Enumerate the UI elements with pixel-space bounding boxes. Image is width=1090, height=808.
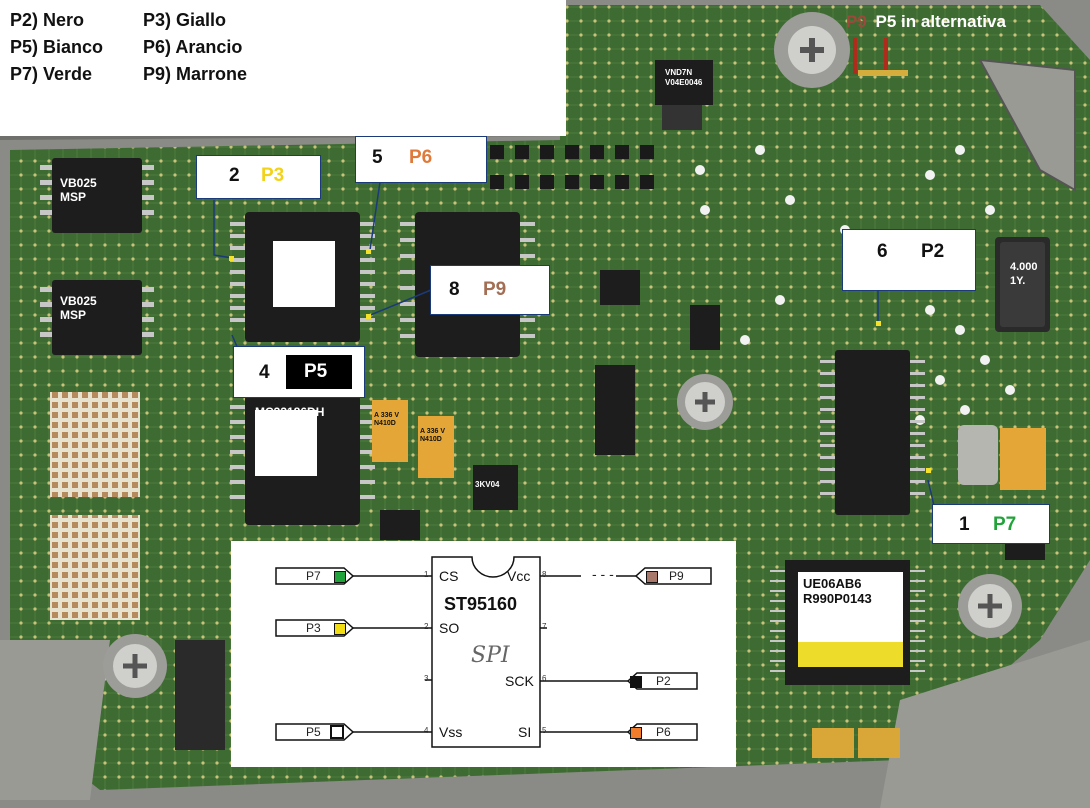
- callout-1-number: 1: [959, 514, 970, 535]
- cap-b-label: A 336 V N410D: [420, 428, 445, 444]
- callout-2-p3: 2 P3: [196, 155, 321, 199]
- pin-vss: Vss: [439, 724, 463, 740]
- cap-b-line2: N410D: [420, 436, 442, 443]
- tag-p2: P2: [656, 674, 671, 688]
- pin-number-2: 2: [424, 622, 429, 631]
- swatch-p7: [334, 571, 346, 583]
- pin-cs: CS: [439, 568, 459, 584]
- alternative-note: P9 P5 in alternativa: [846, 12, 1006, 32]
- pin-so: SO: [439, 620, 460, 636]
- chip-vnd7n: VND7N V04E0046: [665, 68, 702, 88]
- cap-b-line1: A 336 V: [420, 428, 446, 435]
- pin-number-1: 1: [424, 570, 429, 579]
- callout-5-number: 5: [372, 147, 383, 168]
- schematic-lines: [275, 556, 712, 748]
- chip-ue06-line1: UE06AB6: [803, 576, 862, 591]
- callout-4-p5: 4 P5: [233, 346, 365, 398]
- callout-8-number: 8: [449, 279, 460, 300]
- callout-1-pin: P7: [993, 514, 1017, 535]
- callout-2-pin: P3: [261, 165, 285, 186]
- callout-6-p2: 6 P2: [842, 229, 976, 291]
- legend-p2: P2) Nero: [10, 10, 85, 30]
- legend-p5: P5) Bianco: [10, 37, 104, 57]
- swatch-p6: [630, 727, 642, 739]
- tag-p3: P3: [306, 621, 321, 635]
- callout-4-number: 4: [259, 362, 270, 383]
- pin-number-4: 4: [424, 726, 429, 735]
- legend-p9: P9) Marrone: [143, 64, 248, 84]
- cap-a-line2: N410D: [374, 420, 396, 427]
- chip-3kv04: 3KV04: [475, 480, 500, 489]
- pin-number-5: 5: [542, 726, 547, 735]
- tag-p7: P7: [306, 569, 321, 583]
- cap-a-line1: A 336 V: [374, 412, 400, 419]
- st95160-spi-schematic: P7 P3 P5 P9 P2 P6 - - - ST95160 SPI CS S…: [231, 541, 736, 767]
- crystal-label: 4.000 1Y.: [1010, 261, 1038, 287]
- callout-5-p6: 5 P6: [355, 136, 487, 183]
- chip-ue06-line2: R990P0143: [803, 591, 872, 606]
- pin-number-7: 7: [542, 622, 547, 631]
- pin-number-3: 3: [424, 674, 429, 683]
- pin-number-6: 6: [542, 674, 547, 683]
- callout-2-number: 2: [229, 165, 240, 186]
- chip-l9113pd: L9113PD: [276, 245, 327, 259]
- chip-vnd7n-line2: V04E0046: [665, 78, 703, 87]
- swatch-p2: [630, 676, 642, 688]
- pin-vcc: Vcc: [507, 568, 531, 584]
- tag-p9: P9: [669, 569, 684, 583]
- chip-vb025-a-line1: VB025: [60, 176, 97, 190]
- chip-vb025-a-line2: MSP: [60, 190, 87, 204]
- callout-6-number: 6: [877, 241, 888, 262]
- callout-4-pin: P5: [304, 361, 328, 382]
- pin-color-legend: P2) Nero P3) Giallo P5) Bianco P6) Aranc…: [0, 0, 566, 136]
- swatch-p3: [334, 623, 346, 635]
- callout-4-black-bg: [286, 355, 352, 389]
- tag-p6: P6: [656, 725, 671, 739]
- pin-sck: SCK: [505, 673, 534, 689]
- alternative-note-text: P5 in alternativa: [875, 12, 1006, 31]
- chip-ue06ab6: UE06AB6 R990P0143: [803, 576, 872, 606]
- bus-name: SPI: [471, 643, 510, 668]
- tag-p5: P5: [306, 725, 321, 739]
- callout-5-pin: P6: [409, 147, 433, 168]
- faded-pin-label: P9: [846, 12, 867, 31]
- chip-name: ST95160: [444, 594, 518, 614]
- chip-vb025-b-line1: VB025: [60, 294, 97, 308]
- callout-8-pin: P9: [483, 279, 507, 300]
- callout-1-p7: 1 P7: [932, 504, 1050, 544]
- pin-si: SI: [518, 724, 532, 740]
- legend-p6: P6) Arancio: [143, 37, 243, 57]
- callout-8-p9: 8 P9: [430, 265, 550, 315]
- chip-vb025-b-line2: MSP: [60, 308, 87, 322]
- callout-6-pin: P2: [921, 241, 945, 262]
- chip-mc33186dh: MC33186DH: [255, 405, 325, 419]
- chip-vnd7n-line1: VND7N: [665, 68, 693, 77]
- cap-a-label: A 336 V N410D: [374, 412, 399, 428]
- swatch-p9: [646, 571, 658, 583]
- swatch-p5: [330, 725, 344, 739]
- pin-number-8: 8: [542, 570, 547, 579]
- chip-vb025-b: VB025 MSP: [60, 294, 97, 322]
- legend-p7: P7) Verde: [10, 64, 93, 84]
- legend-p3: P3) Giallo: [143, 10, 227, 30]
- dotted-connection: - - -: [592, 566, 614, 582]
- chip-vb025-a: VB025 MSP: [60, 176, 97, 204]
